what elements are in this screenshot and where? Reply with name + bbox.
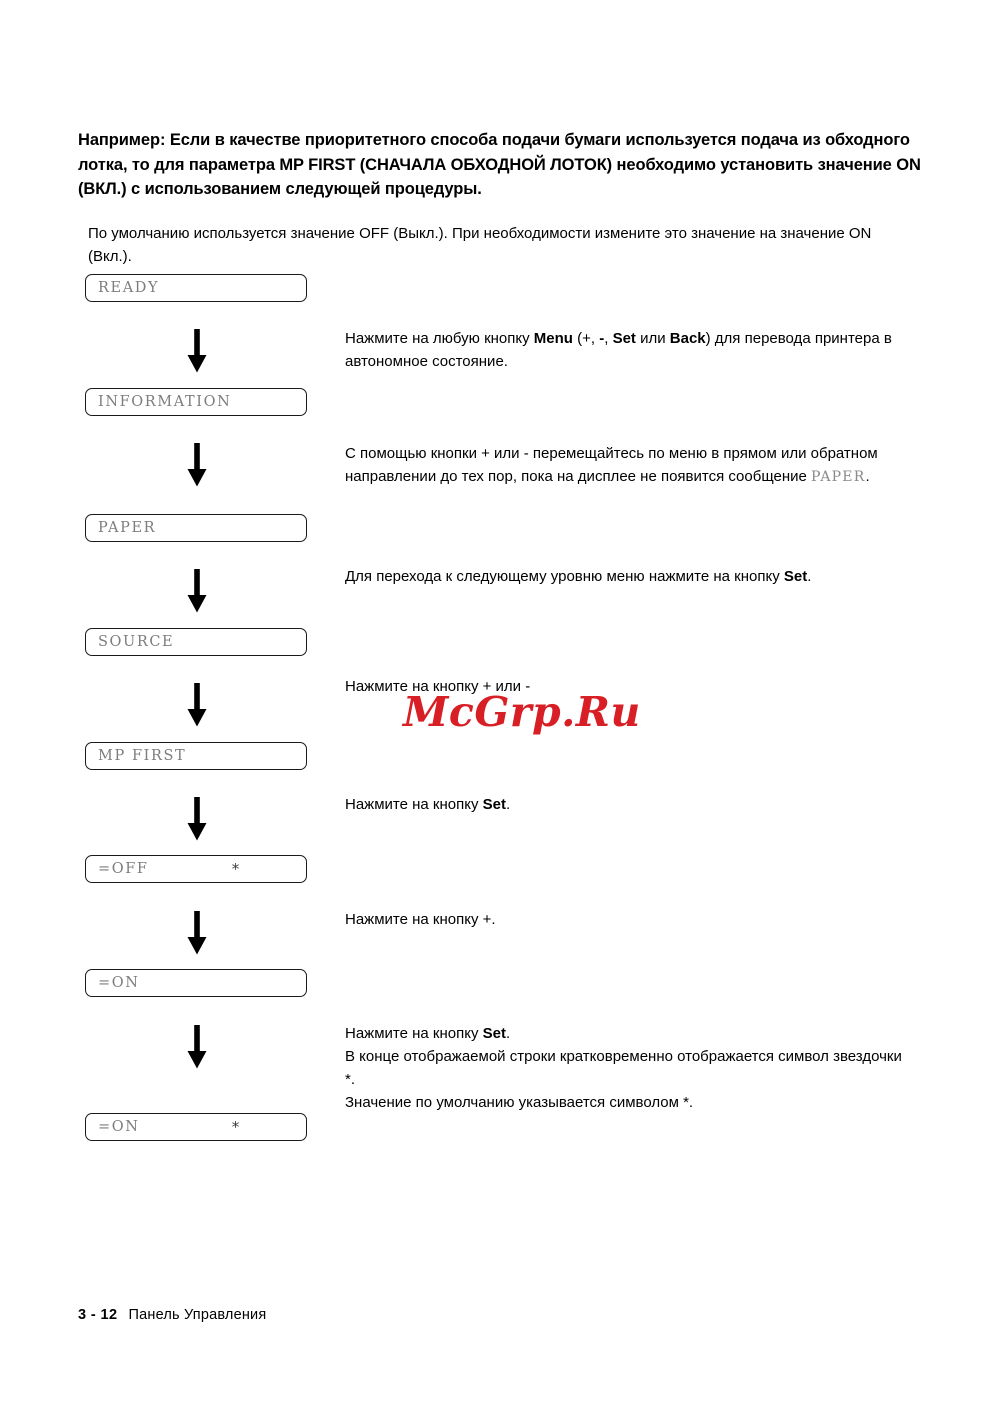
instruction-step-2: С помощью кнопки + или - перемещайтесь п…: [345, 442, 915, 489]
lcd-display-mp-first-on: =ON: [85, 969, 307, 997]
note-text: Для перехода к следующему уровню меню на…: [345, 568, 784, 585]
key-set: Set: [783, 568, 808, 585]
lcd-text: =ON: [98, 1119, 140, 1135]
lcd-display-mp-first-off: =OFF *: [85, 855, 307, 883]
instruction-step-1: Нажмите на любую кнопку Menu (+, -, Set …: [345, 327, 915, 373]
note-text: ,: [604, 330, 613, 347]
lcd-text: MP FIRST: [98, 748, 187, 764]
key-set: Set: [482, 1025, 506, 1042]
down-arrow-icon: [186, 329, 208, 373]
key-set: Set: [482, 796, 506, 813]
note-text: Нажмите на кнопку: [345, 796, 483, 813]
instruction-step-7-line1: Нажмите на кнопку Set.: [345, 1022, 915, 1045]
note-text: С помощью кнопки + или - перемещайтесь п…: [345, 445, 878, 485]
down-arrow-icon: [186, 797, 208, 841]
lcd-reference-paper: PAPER: [811, 469, 866, 485]
instruction-step-6: Нажмите на кнопку +.: [345, 911, 496, 928]
instruction-step-7-line2: В конце отображаемой строки кратковремен…: [345, 1048, 902, 1088]
down-arrow-icon: [186, 443, 208, 487]
intro-paragraph: По умолчанию используется значение OFF (…: [88, 225, 872, 265]
lcd-display-source: SOURCE: [85, 628, 307, 656]
note-text: .: [865, 468, 870, 485]
lcd-display-mp-first: MP FIRST: [85, 742, 307, 770]
lcd-display-mp-first-on-confirmed: =ON *: [85, 1113, 307, 1141]
instruction-step-4: Нажмите на кнопку + или -: [345, 678, 531, 695]
key-set: Set: [612, 330, 636, 347]
lcd-text: =ON: [98, 975, 140, 991]
note-text: Нажмите на кнопку: [345, 1025, 483, 1042]
instruction-step-5: Нажмите на кнопку Set.: [345, 793, 915, 816]
instruction-step-7-line3: Значение по умолчанию указывается символ…: [345, 1094, 694, 1111]
down-arrow-icon: [186, 911, 208, 955]
lcd-asterisk: *: [231, 860, 241, 878]
lcd-text: PAPER: [98, 520, 157, 536]
key-back: Back: [669, 330, 706, 347]
key-menu: Menu: [533, 330, 573, 347]
page-footer: 3 - 12 Панель Управления: [78, 1307, 266, 1323]
note-text: .: [807, 568, 812, 585]
note-text: .: [505, 1025, 511, 1042]
lcd-text: =OFF: [98, 861, 149, 877]
down-arrow-icon: [186, 683, 208, 727]
down-arrow-icon: [186, 569, 208, 613]
lcd-text: SOURCE: [98, 634, 175, 650]
lcd-display-ready: READY: [85, 274, 307, 302]
lcd-text: READY: [98, 280, 160, 296]
note-text: или: [635, 330, 670, 347]
section-title: Панель Управления: [128, 1307, 267, 1323]
lcd-display-information: INFORMATION: [85, 388, 307, 416]
note-text: ) для перевода принтера в автономное сос…: [345, 330, 892, 370]
instruction-step-7: Нажмите на кнопку Set. В конце отображае…: [345, 1022, 915, 1114]
lcd-display-paper: PAPER: [85, 514, 307, 542]
lcd-asterisk: *: [231, 1118, 241, 1136]
note-text: (+,: [572, 330, 600, 347]
instruction-step-3: Для перехода к следующему уровню меню на…: [345, 565, 915, 588]
page-heading: Например: Если в качестве приоритетного …: [78, 131, 921, 198]
lcd-text: INFORMATION: [98, 394, 232, 410]
key-minus: -: [599, 330, 605, 347]
page-number: 3 - 12: [78, 1307, 118, 1323]
down-arrow-icon: [186, 1025, 208, 1069]
note-text: .: [505, 796, 511, 813]
note-text: Нажмите на любую кнопку: [345, 330, 534, 347]
